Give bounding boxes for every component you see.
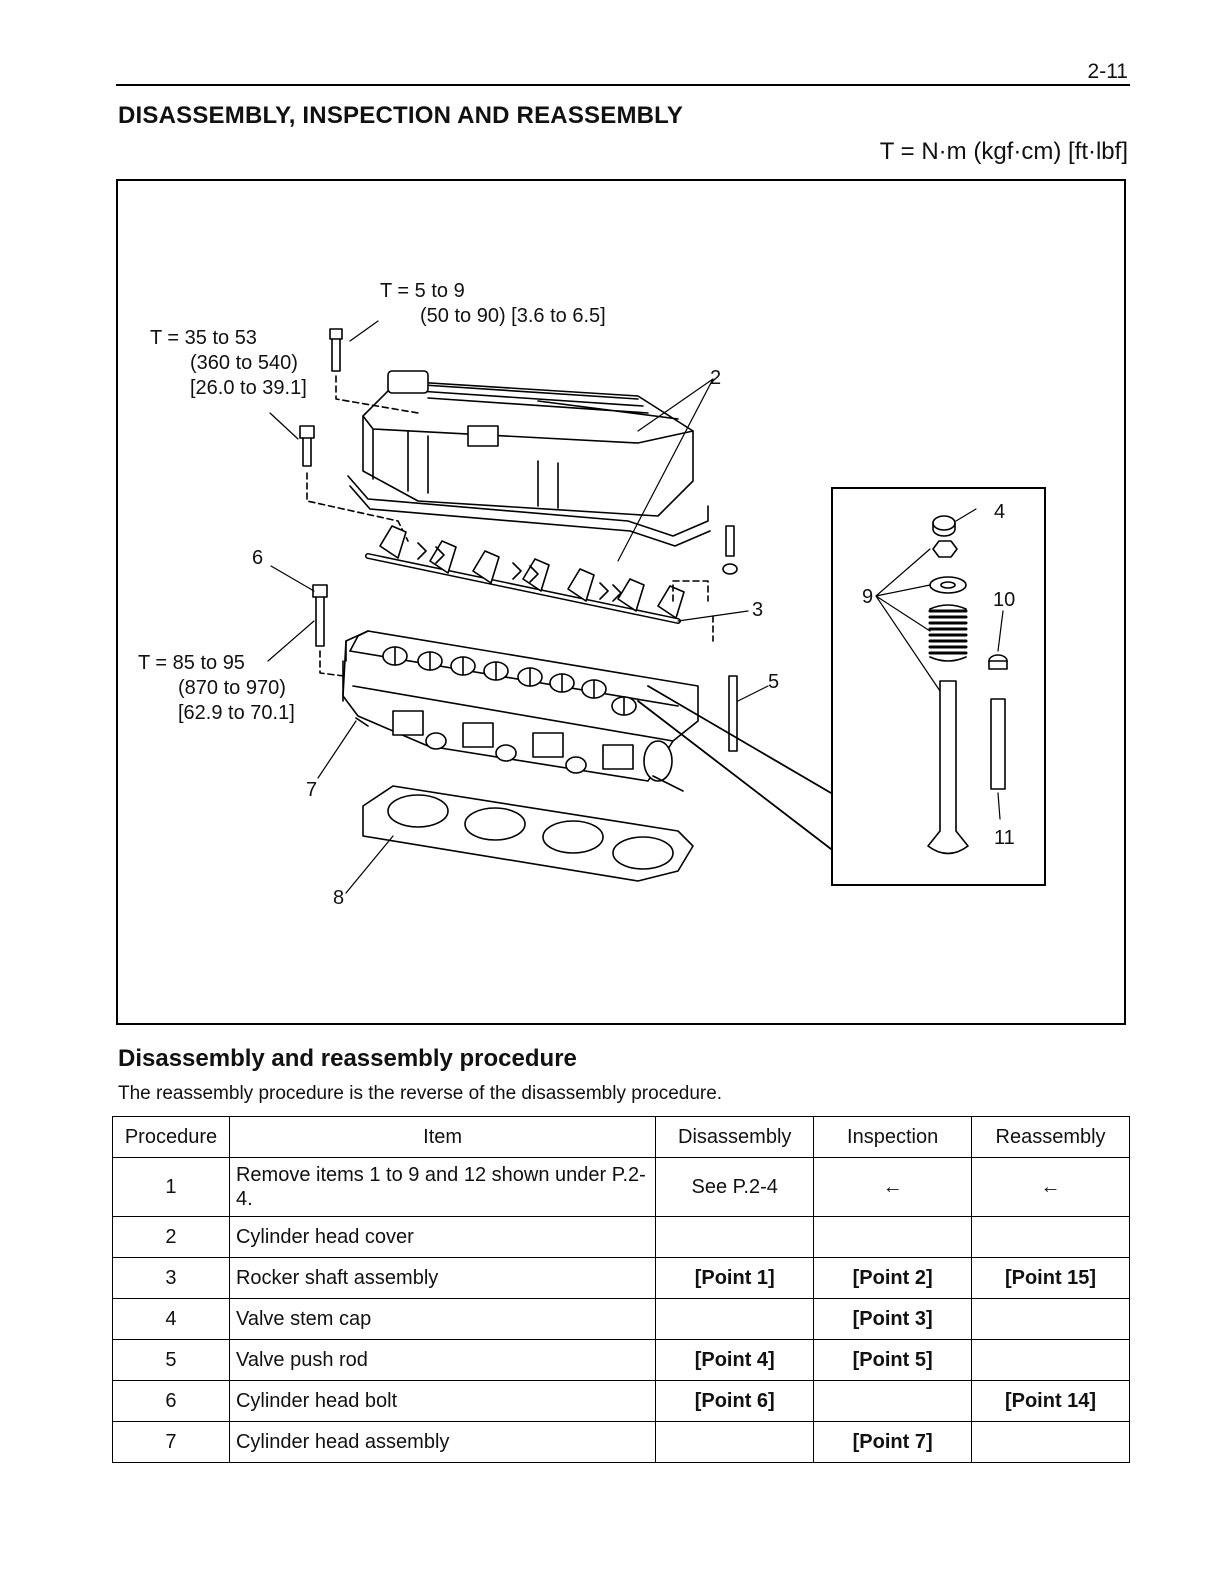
reassembly-ref: [Point 14] [971,1380,1130,1422]
table-row: 4 Valve stem cap [Point 3] [112,1298,1130,1340]
valve-parts-detail [875,508,1008,855]
torque-head-bolt-value: T = 85 to 95 [138,652,245,674]
item-name: Cylinder head bolt [228,1380,657,1422]
disassembly-ref: See P.2-4 [655,1157,815,1217]
table-row: 7 Cylinder head assembly [Point 7] [112,1421,1130,1463]
inspection-ref: ← [813,1157,973,1217]
cover-bolt [329,328,419,414]
procedure-intro: The reassembly procedure is the reverse … [118,1083,723,1104]
callout-4: 4 [994,501,1006,523]
column-header: Reassembly [971,1116,1130,1158]
inspection-ref [813,1216,973,1258]
procedure-number: 1 [112,1157,230,1217]
section-title: DISASSEMBLY, INSPECTION AND REASSEMBLY [118,102,684,129]
head-gasket [362,785,694,882]
torque-cover-bolt: T = 5 to 9 (50 to 90) [3.6 to 6.5] [380,279,606,329]
exploded-view-drawing [267,320,1008,894]
callout-10: 10 [993,589,1016,611]
procedure-table: Procedure Item Disassembly Inspection Re… [112,1116,1130,1463]
inspection-ref: [Point 5] [813,1339,973,1381]
table-row: 2 Cylinder head cover [112,1216,1130,1258]
item-name: Rocker shaft assembly [228,1257,657,1299]
callout-2: 2 [710,367,722,389]
reassembly-ref [971,1216,1130,1258]
inspection-ref [813,1380,973,1422]
disassembly-ref: [Point 4] [655,1339,815,1381]
torque-rocker-bolt-value: T = 35 to 53 [150,327,257,349]
table-row: 6 Cylinder head bolt [Point 6] [Point 14… [112,1380,1130,1422]
callout-7: 7 [306,779,318,801]
torque-rocker-bolt-ftlbf: [26.0 to 39.1] [190,377,307,399]
procedure-title: Disassembly and reassembly procedure [118,1045,577,1072]
head-bolt [312,584,345,677]
column-header: Disassembly [655,1116,815,1158]
table-row: 1 Remove items 1 to 9 and 12 shown under… [112,1157,1130,1217]
reassembly-ref [971,1339,1130,1381]
procedure-number: 2 [112,1216,230,1258]
procedure-number: 4 [112,1298,230,1340]
item-name: Cylinder head cover [228,1216,657,1258]
inspection-ref: [Point 7] [813,1421,973,1463]
column-header: Procedure [112,1116,230,1158]
table-row: 3 Rocker shaft assembly [Point 1] [Point… [112,1257,1130,1299]
torque-head-bolt-kgfcm: (870 to 970) [178,677,286,699]
callout-8: 8 [333,887,345,909]
cylinder-head [342,630,699,792]
procedure-number: 6 [112,1380,230,1422]
page-number: 2-11 [1087,60,1128,83]
table-row: 5 Valve push rod [Point 4] [Point 5] [112,1339,1130,1381]
callout-5: 5 [768,671,780,693]
rocker-shaft-assembly [365,525,738,642]
torque-rocker-bolt-kgfcm: (360 to 540) [190,352,298,374]
callout-3: 3 [752,599,764,621]
disassembly-ref: [Point 6] [655,1380,815,1422]
torque-rocker-bolt: T = 35 to 53 (360 to 540) [26.0 to 39.1] [150,326,307,401]
torque-cover-bolt-value: T = 5 to 9 [380,280,465,302]
unit-note: T = N·m (kgf·cm) [ft·lbf] [879,138,1128,165]
procedure-number: 5 [112,1339,230,1381]
table-header-row: Procedure Item Disassembly Inspection Re… [112,1116,1130,1158]
torque-head-bolt: T = 85 to 95 (870 to 970) [62.9 to 70.1] [138,651,295,726]
disassembly-ref: [Point 1] [655,1257,815,1299]
header-rule [116,84,1130,86]
reassembly-ref: [Point 15] [971,1257,1130,1299]
inspection-ref: [Point 3] [813,1298,973,1340]
torque-head-bolt-ftlbf: [62.9 to 70.1] [178,702,295,724]
valve-detail-box [831,487,1046,886]
callout-11: 11 [994,827,1015,849]
column-header: Inspection [813,1116,973,1158]
callout-6: 6 [252,547,264,569]
item-name: Cylinder head assembly [228,1421,657,1463]
reassembly-ref: ← [971,1157,1130,1217]
reassembly-ref [971,1298,1130,1340]
disassembly-ref [655,1421,815,1463]
reassembly-ref [971,1421,1130,1463]
cylinder-head-cover [347,370,711,547]
item-name: Remove items 1 to 9 and 12 shown under P… [228,1157,657,1217]
torque-cover-bolt-conversion: (50 to 90) [3.6 to 6.5] [420,305,606,327]
disassembly-ref [655,1216,815,1258]
exploded-view-figure: T = 5 to 9 (50 to 90) [3.6 to 6.5] T = 3… [116,179,1126,1025]
procedure-number: 3 [112,1257,230,1299]
item-name: Valve stem cap [228,1298,657,1340]
push-rod [728,675,738,752]
item-name: Valve push rod [228,1339,657,1381]
column-header: Item [228,1116,657,1158]
procedure-number: 7 [112,1421,230,1463]
inspection-ref: [Point 2] [813,1257,973,1299]
disassembly-ref [655,1298,815,1340]
callout-9: 9 [862,586,874,608]
